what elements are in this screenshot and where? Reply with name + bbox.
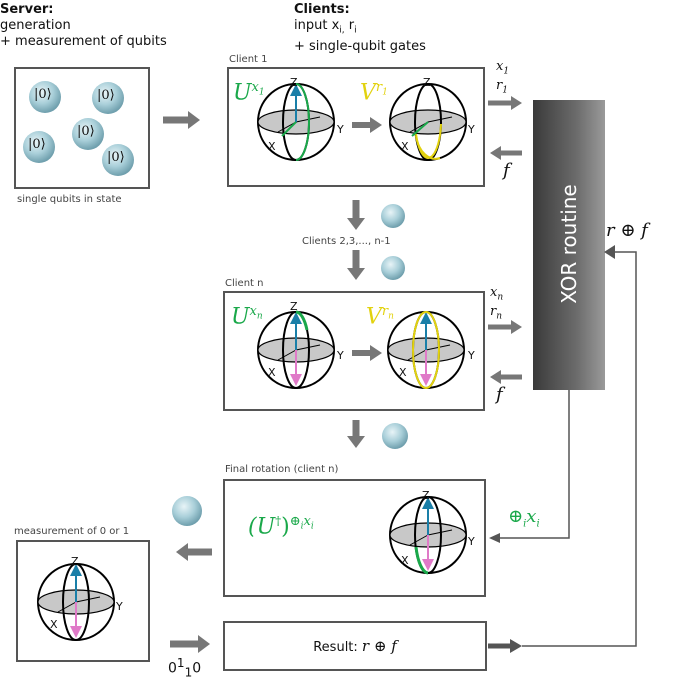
clientn-gate-u: Uxn <box>231 304 263 330</box>
qubit-icon <box>382 423 408 449</box>
clientn-input-f: f <box>496 384 503 405</box>
axis-y-label: Y <box>468 123 475 136</box>
server-header: Server:generation+ measurement of qubits <box>0 2 167 49</box>
server-caption: single qubits in state <box>17 194 122 205</box>
axis-y-label: Y <box>468 535 475 548</box>
xor-sum-label: ⊕ixi <box>508 506 540 530</box>
bloch-sphere-1a <box>257 83 335 161</box>
result-text: Result: r ⊕ f <box>313 637 397 655</box>
client1-gate-v: Vr1 <box>360 80 388 106</box>
qubit-icon <box>92 82 124 114</box>
axis-x-label: X <box>268 366 276 379</box>
bloch-sphere-nb <box>387 311 465 389</box>
qubit-icon <box>102 144 134 176</box>
clientn-label: Client n <box>225 278 264 289</box>
clientn-gate-v: Vrn <box>366 304 394 330</box>
axis-z-label: Z <box>290 300 298 313</box>
server-qubits <box>23 81 134 176</box>
client1-label: Client 1 <box>229 54 268 65</box>
ket-label: |0⟩ <box>107 150 125 165</box>
axis-y-label: Y <box>337 349 344 362</box>
xor-routine-label: XOR routine <box>557 184 581 304</box>
qubit-icon <box>172 496 202 526</box>
axis-z-label: Z <box>71 555 79 568</box>
axis-x-label: X <box>401 140 409 153</box>
bloch-sphere-final <box>389 496 467 575</box>
axis-z-label: Z <box>290 76 298 89</box>
axis-x-label: X <box>50 618 58 631</box>
clientn-outputs: xn rn <box>490 285 504 322</box>
qubit-icon <box>23 131 55 163</box>
qubit-icon <box>29 81 61 113</box>
axis-z-label: Z <box>423 76 431 89</box>
axis-y-label: Y <box>337 123 344 136</box>
ket-label: |0⟩ <box>77 124 95 139</box>
bloch-sphere-1b <box>389 83 467 161</box>
client1-outputs: x1 r1 <box>496 59 510 96</box>
axis-y-label: Y <box>116 600 123 613</box>
axis-x-label: X <box>401 554 409 567</box>
client1-gate-u: Ux1 <box>233 80 265 106</box>
ket-label: |0⟩ <box>34 87 52 102</box>
axis-x-label: X <box>268 140 276 153</box>
final-rotation-operator: (U†)⊕ixi <box>248 514 314 540</box>
result-bits: 0110 <box>168 656 202 680</box>
axis-z-label: Z <box>422 489 430 502</box>
measurement-label: measurement of 0 or 1 <box>14 526 130 537</box>
ket-label: |0⟩ <box>28 137 46 152</box>
result-box <box>223 621 487 671</box>
xor-routine-block <box>533 100 605 390</box>
client1-input-f: f <box>503 160 510 181</box>
qubit-icon <box>72 118 104 150</box>
final-rotation-label: Final rotation (client n) <box>225 464 339 475</box>
xor-output-label: r ⊕ f <box>606 220 648 241</box>
bloch-sphere-measure <box>37 563 115 641</box>
qubit-icon <box>381 256 405 280</box>
bloch-sphere-na <box>257 310 335 389</box>
clients-between-label: Clients 2,3,..., n-1 <box>302 236 391 247</box>
clients-header: Clients: input xi, ri + single-qubit gat… <box>294 2 426 54</box>
axis-x-label: X <box>399 366 407 379</box>
ket-label: |0⟩ <box>97 88 115 103</box>
qubit-icon <box>381 204 405 228</box>
axis-y-label: Y <box>468 349 475 362</box>
